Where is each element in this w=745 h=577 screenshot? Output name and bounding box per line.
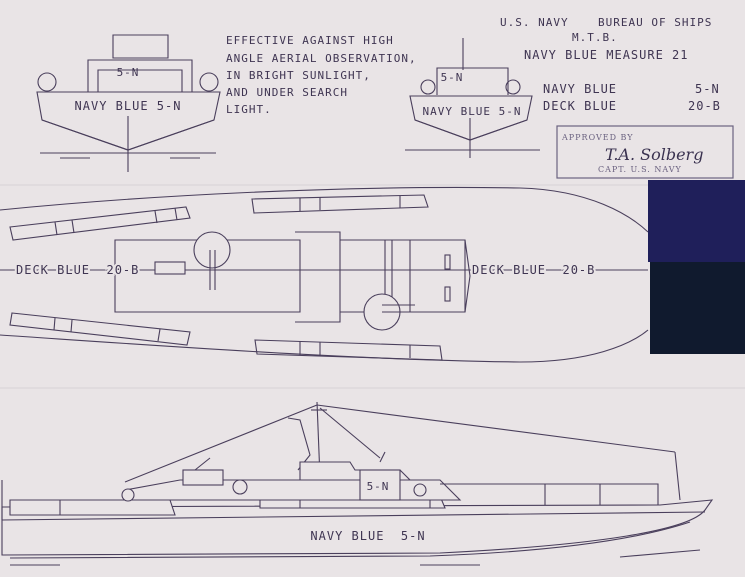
navy-blue-swatch xyxy=(648,180,745,262)
rear-view: 5-N NAVY BLUE 5-N xyxy=(405,38,540,158)
camouflage-note: EFFECTIVE AGAINST HIGH ANGLE AERIAL OBSE… xyxy=(226,34,417,116)
front-hull-label: NAVY BLUE 5-N xyxy=(75,99,182,113)
note-line-2: ANGLE AERIAL OBSERVATION, xyxy=(226,52,417,65)
note-line-4: AND UNDER SEARCH xyxy=(226,86,348,99)
front-hull-code: 5-N xyxy=(117,66,140,79)
color-swatches xyxy=(648,180,745,354)
rear-hull-code: 5-N xyxy=(441,71,464,84)
side-profile-view: 5-N NAVY BLUE 5-N xyxy=(1,401,714,566)
stamp-signature: T.A. Solberg xyxy=(605,145,703,164)
legend-deck-code: 20-B xyxy=(688,99,721,113)
deck-label-right: DECK BLUE 20-B xyxy=(472,263,595,277)
approval-stamp: APPROVED BY T.A. Solberg CAPT. U.S. NAVY xyxy=(556,125,734,179)
title-block: U.S. NAVY BUREAU OF SHIPS M.T.B. NAVY BL… xyxy=(500,16,712,62)
torpedo-tube-lower-right xyxy=(254,339,443,361)
header-measure: NAVY BLUE MEASURE 21 xyxy=(524,48,689,62)
torpedo-tube-upper-left xyxy=(9,206,191,241)
stamp-approved: APPROVED BY xyxy=(561,133,634,142)
deck-plan-view: DECK BLUE 20-B DECK BLUE 20-B xyxy=(0,186,649,363)
header-bureau: BUREAU OF SHIPS xyxy=(598,16,712,29)
side-hull-code: 5-N xyxy=(367,480,390,493)
header-vessel: M.T.B. xyxy=(572,31,618,44)
note-line-5: LIGHT. xyxy=(226,103,272,116)
header-org: U.S. NAVY xyxy=(500,16,569,29)
torpedo-tube-lower-left xyxy=(9,312,191,346)
rear-hull-label: NAVY BLUE 5-N xyxy=(422,105,521,118)
deck-blue-swatch xyxy=(650,262,745,354)
side-hull-label: NAVY BLUE 5-N xyxy=(310,529,425,543)
front-view: 5-N NAVY BLUE 5-N xyxy=(36,34,221,172)
color-legend: NAVY BLUE 5-N DECK BLUE 20-B xyxy=(543,82,721,113)
note-line-1: EFFECTIVE AGAINST HIGH xyxy=(226,34,394,47)
legend-navy-code: 5-N xyxy=(695,82,720,96)
legend-navy-name: NAVY BLUE xyxy=(543,82,617,96)
note-line-3: IN BRIGHT SUNLIGHT, xyxy=(226,69,371,82)
torpedo-tube-upper-right xyxy=(251,194,429,214)
deck-label-left: DECK BLUE 20-B xyxy=(16,263,139,277)
stamp-rank: CAPT. U.S. NAVY xyxy=(598,165,682,174)
legend-deck-name: DECK BLUE xyxy=(543,99,617,113)
